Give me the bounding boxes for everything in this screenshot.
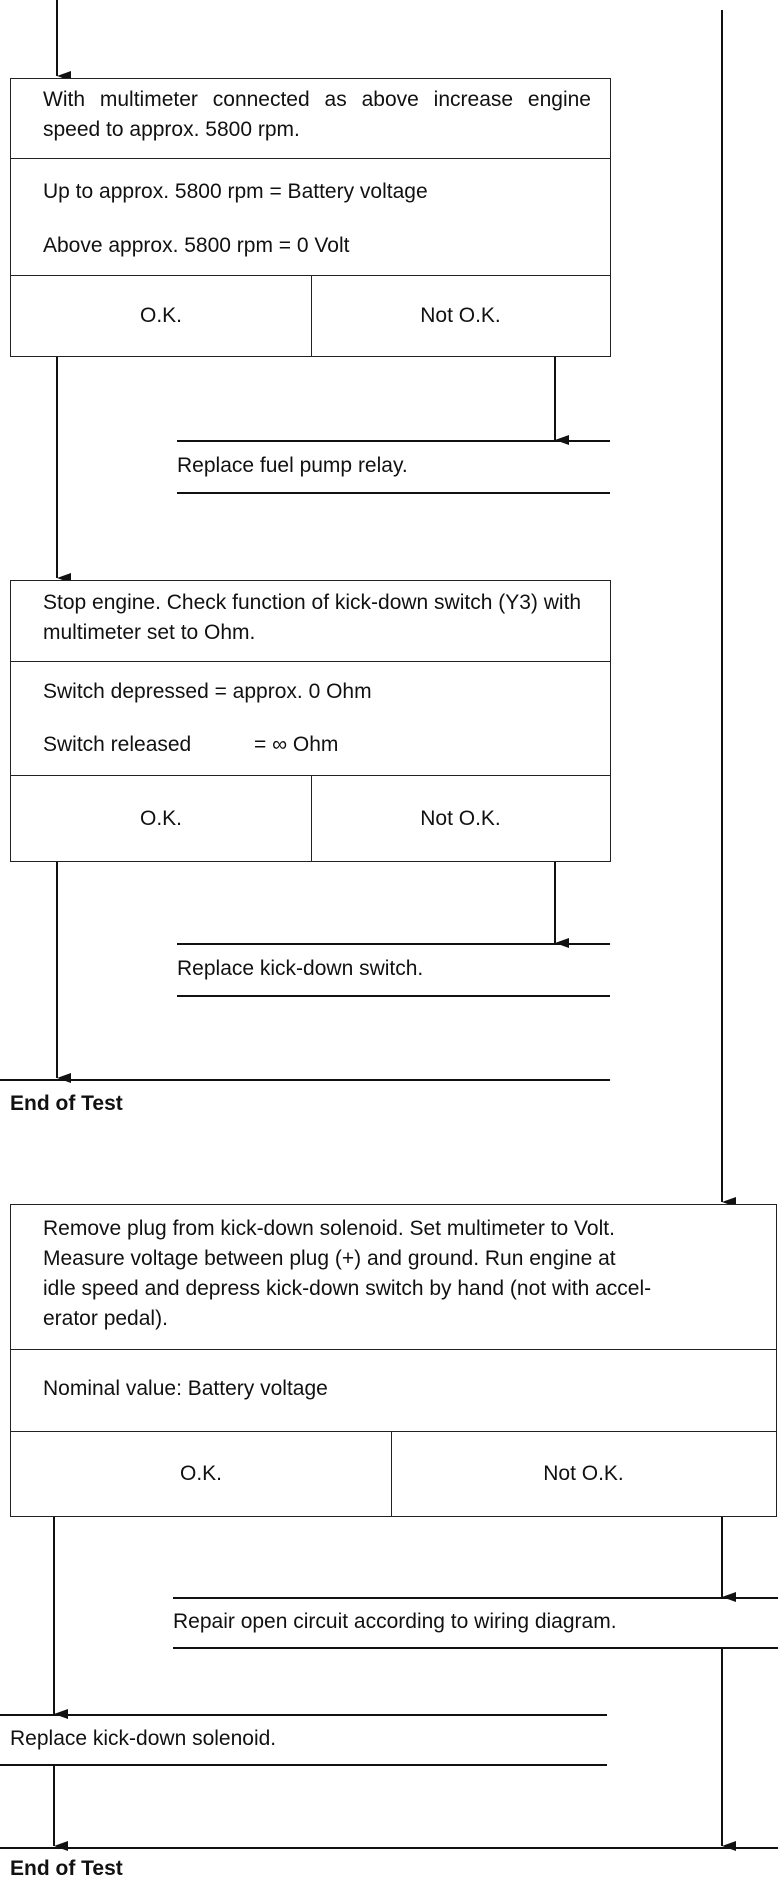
end-of-test-1: End of Test (10, 1092, 123, 1115)
block3-action-ok: Replace kick-down solenoid. (10, 1727, 277, 1750)
block2-condition-row: Switch depressed = approx. 0 Ohm Switch … (11, 661, 610, 775)
block3-instruction-line-3: idle speed and depress kick-down switch … (43, 1277, 652, 1300)
block3-ok: O.K. (179, 1462, 222, 1485)
block3-not-ok: Not O.K. (543, 1462, 624, 1485)
block2-box: Stop engine. Check function of kick-down… (10, 580, 611, 862)
block3-instruction-line-2: Measure voltage between plug (+) and gro… (43, 1247, 616, 1270)
block1-instruction: With multimeter connected as above incre… (43, 88, 591, 141)
block3-result-row: O.K. Not O.K. (11, 1431, 776, 1516)
block2-ok: O.K. (139, 806, 182, 830)
block3-instruction-line-1: Remove plug from kick-down solenoid. Set… (43, 1217, 615, 1240)
block3-box: Remove plug from kick-down solenoid. Set… (10, 1204, 777, 1517)
block1-result-row: O.K. Not O.K. (11, 275, 610, 356)
block2-not-ok: Not O.K. (420, 806, 501, 830)
end-of-test-2: End of Test (10, 1857, 123, 1880)
block3-instruction-line-4: erator pedal). (43, 1307, 168, 1330)
block2-action: Replace kick-down switch. (177, 957, 424, 980)
block1-not-ok: Not O.K. (420, 304, 501, 327)
block3-instruction-row: Remove plug from kick-down solenoid. Set… (11, 1205, 776, 1349)
block3-divider (391, 1432, 392, 1516)
block2-condition-2-value: = ∞ Ohm (254, 733, 339, 756)
block1-box: With multimeter connected as above incre… (10, 78, 611, 357)
block1-condition-1: Up to approx. 5800 rpm = Battery voltage (43, 180, 428, 203)
block1-condition-2: Above approx. 5800 rpm = 0 Volt (43, 234, 350, 257)
block3-nominal: Nominal value: Battery voltage (43, 1377, 328, 1400)
block3-action-not-ok: Repair open circuit according to wiring … (173, 1610, 617, 1633)
block1-divider (311, 276, 312, 356)
block3-nominal-row: Nominal value: Battery voltage (11, 1349, 776, 1431)
block2-instruction-row: Stop engine. Check function of kick-down… (11, 581, 610, 661)
block1-ok: O.K. (139, 304, 182, 327)
block2-divider (311, 776, 312, 861)
block2-instruction: Stop engine. Check function of kick-down… (43, 591, 582, 644)
block1-action: Replace fuel pump relay. (177, 454, 408, 477)
block2-condition-1: Switch depressed = approx. 0 Ohm (43, 680, 372, 703)
block2-result-row: O.K. Not O.K. (11, 775, 610, 861)
block2-condition-2-label: Switch released (43, 733, 192, 756)
block1-instruction-row: With multimeter connected as above incre… (11, 79, 610, 158)
block1-condition-row: Up to approx. 5800 rpm = Battery voltage… (11, 158, 610, 275)
